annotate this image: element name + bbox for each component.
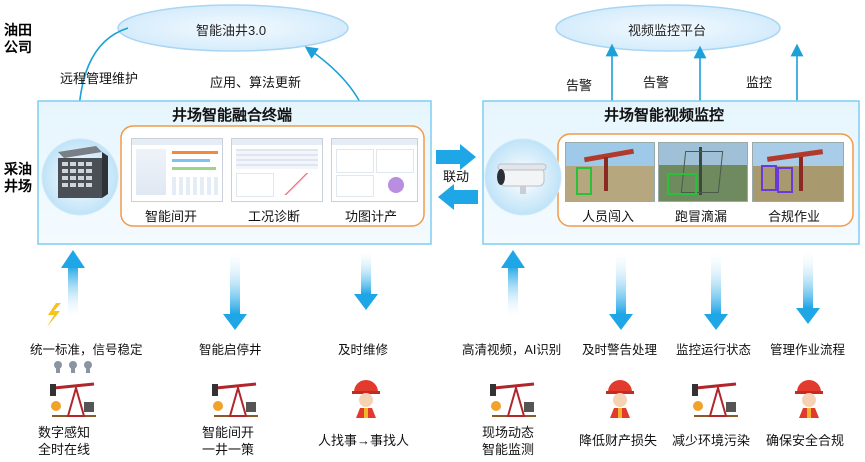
label-monitor: 监控	[746, 75, 773, 90]
cloud-right-shape	[555, 4, 781, 52]
result-label-4: 现场动态 智能监测	[482, 425, 535, 457]
pumpjack-icon-2	[212, 382, 258, 417]
right-item-label-1: 人员闯入	[582, 209, 635, 224]
worker-icon-3	[795, 380, 823, 418]
result-label-5: 降低财产损失	[579, 433, 658, 448]
right-item-label-2: 跑冒滴漏	[675, 209, 728, 224]
result-label-3: 人找事→事找人	[318, 433, 410, 448]
bottom-label-4: 高清视频，AI识别	[462, 343, 562, 357]
lightning-icon	[47, 303, 61, 327]
left-item-label-2: 工况诊断	[248, 209, 301, 224]
bottom-label-6: 监控运行状态	[676, 343, 752, 357]
bottom-label-7: 管理作业流程	[770, 343, 846, 357]
bottom-label-1: 统一标准，信号稳定	[30, 343, 143, 357]
bottom-label-5: 及时警告处理	[582, 343, 658, 357]
fusion-terminal-device	[58, 146, 108, 198]
screenshot-intermittent	[131, 138, 223, 202]
camera-shot-leak	[658, 142, 748, 202]
pumpjack-icon-4	[692, 382, 738, 417]
left-panel-title: 井场智能融合终端	[172, 107, 293, 124]
sensor-icons	[54, 361, 92, 373]
screenshot-diagnosis	[231, 138, 323, 202]
label-app-update: 应用、算法更新	[210, 75, 302, 90]
bottom-label-2: 智能启停井	[199, 343, 262, 357]
result-label-7: 确保安全合规	[766, 433, 845, 448]
right-item-label-3: 合规作业	[768, 209, 821, 224]
pumpjack-icon-1	[50, 382, 96, 417]
side-label-company: 油田 公司	[4, 22, 32, 55]
camera-shot-intrusion	[565, 142, 655, 202]
left-item-label-1: 智能间开	[145, 209, 198, 224]
left-item-label-3: 功图计产	[345, 209, 398, 224]
cloud-left-shape	[117, 4, 349, 52]
label-alarm-2: 告警	[643, 75, 670, 90]
side-label-field: 采油 井场	[4, 161, 32, 194]
camera-shot-compliance	[752, 142, 844, 202]
worker-icon-2	[606, 380, 634, 418]
result-label-1: 数字感知 全时在线	[38, 425, 91, 457]
cloud-left-label: 智能油井3.0	[196, 23, 267, 38]
vertical-flow-arrows	[61, 248, 820, 330]
cloud-right-label: 视频监控平台	[628, 23, 707, 38]
label-alarm-1: 告警	[566, 78, 593, 93]
camera-device	[497, 163, 547, 194]
result-label-2: 智能间开 一井一策	[202, 425, 255, 457]
pumpjack-icon-3	[490, 382, 536, 417]
screenshot-production	[331, 138, 418, 202]
label-remote-management: 远程管理维护	[60, 71, 139, 86]
bottom-label-3: 及时维修	[338, 343, 389, 357]
linkage-arrows	[436, 144, 478, 210]
label-linkage: 联动	[443, 169, 470, 184]
worker-icon-1	[352, 380, 380, 418]
result-label-6: 减少环境污染	[672, 433, 751, 448]
right-panel-title: 井场智能视频监控	[604, 107, 725, 124]
